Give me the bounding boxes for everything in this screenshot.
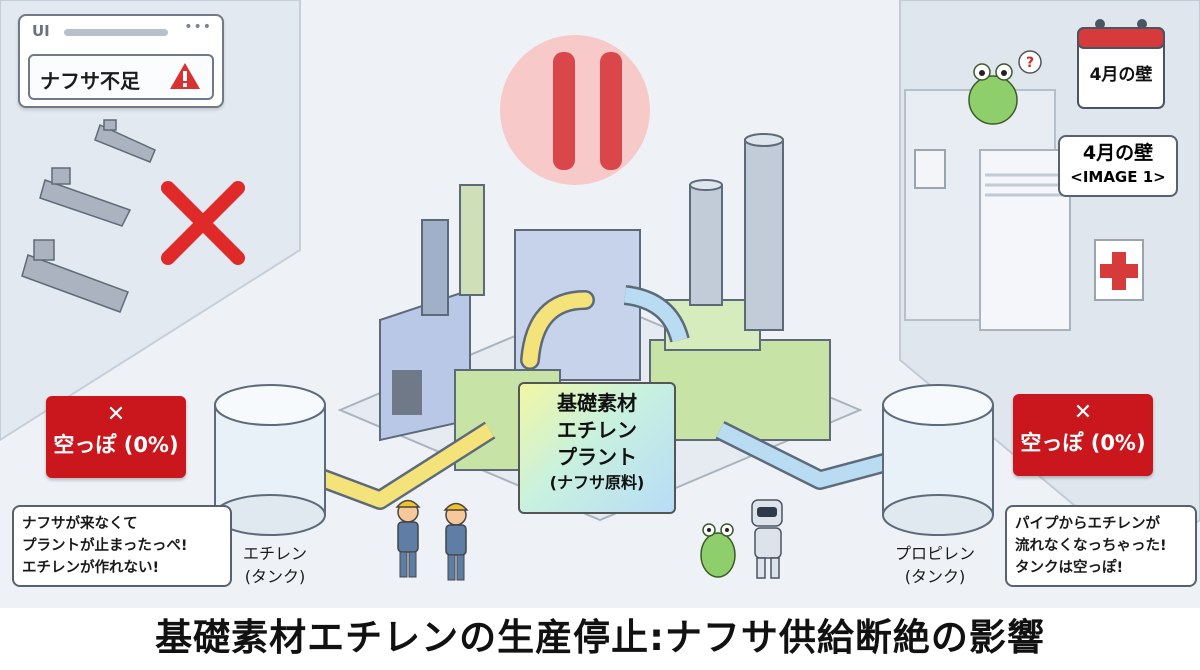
plant-sign-line: 基礎素材 xyxy=(557,391,637,415)
ethylene-tank-label: エチレン (タンク) xyxy=(225,542,325,588)
calendar-icon: 4月の壁 xyxy=(1077,19,1165,109)
speech-line: ナフサが来なくて xyxy=(22,516,138,532)
cross-icon: ✕ xyxy=(1073,400,1093,425)
robot-icon xyxy=(751,499,783,579)
empty-status-text: 空っぽ (0%) xyxy=(53,433,179,457)
plant-sign-line: プラント xyxy=(557,445,637,469)
wall-note-placeholder: <IMAGE 1> xyxy=(1070,168,1166,186)
first-aid-icon xyxy=(1094,239,1144,301)
ethylene-tank-status: ✕ 空っぽ (0%) xyxy=(46,396,186,478)
plant-sign-subtitle: (ナフサ原料) xyxy=(549,473,645,492)
speech-line: タンクは空っぽ! xyxy=(1015,560,1124,576)
ethylene-plant-sign: 基礎素材 エチレン プラント (ナフサ原料) xyxy=(518,382,676,514)
propylene-tank-status: ✕ 空っぽ (0%) xyxy=(1013,394,1153,476)
ship-icon xyxy=(39,167,132,227)
ui-title-bar xyxy=(64,29,168,36)
question-mark: ? xyxy=(1026,55,1034,71)
ship-icon xyxy=(94,119,156,163)
wall-note-title: 4月の壁 xyxy=(1082,142,1154,164)
ui-alert-window: UI ••• ナフサ不足 xyxy=(18,14,224,108)
ship-icon xyxy=(21,239,129,313)
warning-icon xyxy=(170,63,200,89)
april-wall-note: 4月の壁 <IMAGE 1> xyxy=(1058,135,1178,197)
ethylene-tank xyxy=(214,384,326,536)
tank-label-line: (タンク) xyxy=(244,567,306,586)
pause-icon xyxy=(500,35,650,185)
frog-icon xyxy=(700,523,736,578)
alert-text: ナフサ不足 xyxy=(40,69,140,93)
speech-line: プラントが止まったっぺ! xyxy=(22,538,188,554)
speech-line: 流れなくなっちゃった! xyxy=(1015,538,1167,554)
ui-tag: UI xyxy=(32,22,50,40)
tank-label-line: プロピレン xyxy=(894,544,975,563)
propylene-tank xyxy=(882,384,994,536)
worker-speech-bubble: ナフサが来なくて プラントが止まったっぺ! エチレンが作れない! xyxy=(12,505,232,587)
worker-icon xyxy=(395,499,421,578)
window-menu-dots: ••• xyxy=(184,19,212,35)
propylene-tank-label: プロピレン (タンク) xyxy=(875,542,995,588)
tank-label-line: (タンク) xyxy=(904,567,966,586)
robot-speech-bubble: パイプからエチレンが 流れなくなっちゃった! タンクは空っぽ! xyxy=(1005,505,1197,587)
plant-sign-line: エチレン xyxy=(557,418,637,442)
speech-line: エチレンが作れない! xyxy=(22,560,160,576)
calendar-text: 4月の壁 xyxy=(1090,64,1153,85)
tank-label-line: エチレン xyxy=(242,544,307,563)
empty-status-text: 空っぽ (0%) xyxy=(1020,431,1146,455)
page-title: 基礎素材エチレンの生産停止:ナフサ供給断絶の影響 xyxy=(0,608,1200,670)
worker-icon xyxy=(443,502,469,581)
frog-icon xyxy=(968,63,1018,125)
cross-icon: ✕ xyxy=(106,402,126,427)
question-bubble: ? xyxy=(1018,50,1042,74)
naphtha-shortage-alert: ナフサ不足 xyxy=(28,54,214,100)
cross-icon xyxy=(161,181,245,265)
speech-line: パイプからエチレンが xyxy=(1015,516,1160,532)
